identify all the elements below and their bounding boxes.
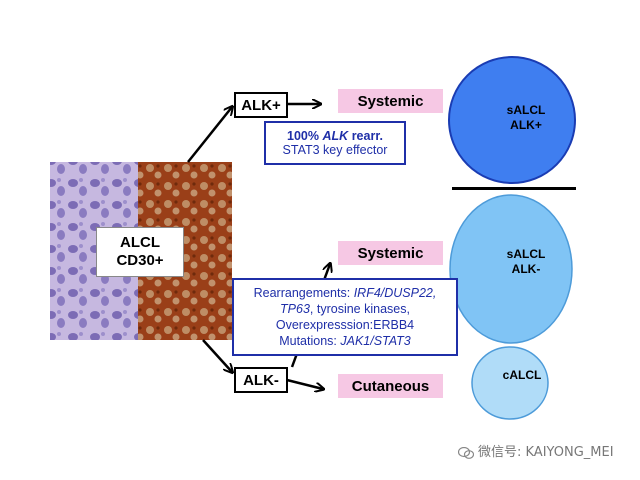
tp63-gene: TP63 — [280, 302, 310, 316]
alk-pos-note-line2: STAT3 key effector — [282, 143, 388, 157]
arrow-alk-neg-to-cutaneous — [286, 378, 323, 389]
alk-pos-note: 100% ALK rearr. STAT3 key effector — [264, 121, 406, 165]
irf4-genes: IRF4/DUSP22, — [353, 286, 437, 300]
arrow-to-alk-neg — [202, 339, 232, 372]
alk-pos-note-line1: 100% ALK rearr. — [266, 129, 404, 143]
salcl-alk-neg-label: sALCL ALK- — [491, 247, 561, 277]
watermark: 微信号: KAIYONG_MEI — [458, 441, 614, 460]
alk-neg-note-line4: Mutations: JAK1/STAT3 — [234, 333, 456, 349]
alcl-label: ALCL — [120, 234, 160, 251]
circle-salcl-alk-neg — [449, 194, 573, 344]
arrow-to-alk-pos — [187, 107, 232, 163]
alk-neg-mid-text: ALK- — [511, 262, 541, 276]
cd30-label: CD30+ — [116, 252, 164, 269]
salcl-top-text: sALCL — [506, 103, 546, 117]
calcl-label: cALCL — [502, 368, 542, 382]
alk-gene-text: ALK — [322, 129, 349, 143]
tyrosine-kinases-text: , tyrosine kinases, — [309, 302, 410, 316]
systemic-alk-neg-box: Systemic — [338, 241, 443, 265]
systemic-alk-pos-box: Systemic — [338, 89, 443, 113]
section-divider — [452, 187, 576, 190]
alk-neg-note-line2: TP63, tyrosine kinases, — [234, 301, 456, 317]
salcl-alk-pos-label: sALCL ALK+ — [491, 103, 561, 133]
alk-pos-top-text: ALK+ — [510, 118, 542, 132]
alk-neg-note-line1: Rearrangements: IRF4/DUSP22, — [234, 285, 456, 301]
cutaneous-box: Cutaneous — [338, 374, 443, 398]
circle-salcl-alk-pos — [448, 56, 576, 184]
wechat-icon — [458, 446, 474, 459]
alcl-cd30-label: ALCL CD30+ — [96, 227, 184, 277]
alk-pos-box: ALK+ — [234, 92, 288, 118]
rearr-text: rearr. — [351, 129, 383, 143]
circle-calcl — [471, 346, 549, 420]
alk-neg-note: Rearrangements: IRF4/DUSP22, TP63, tyros… — [232, 278, 458, 356]
mutations-prefix: Mutations: — [279, 334, 341, 348]
jak1-stat3-genes: JAK1/STAT3 — [340, 334, 411, 348]
rearrangements-prefix: Rearrangements: — [253, 286, 354, 300]
salcl-mid-text: sALCL — [506, 247, 546, 261]
alk-neg-note-line3: Overexpresssion:ERBB4 — [275, 318, 415, 332]
alk-neg-box: ALK- — [234, 367, 288, 393]
watermark-text: 微信号: KAIYONG_MEI — [478, 445, 614, 460]
pct-text: 100% — [287, 129, 320, 143]
